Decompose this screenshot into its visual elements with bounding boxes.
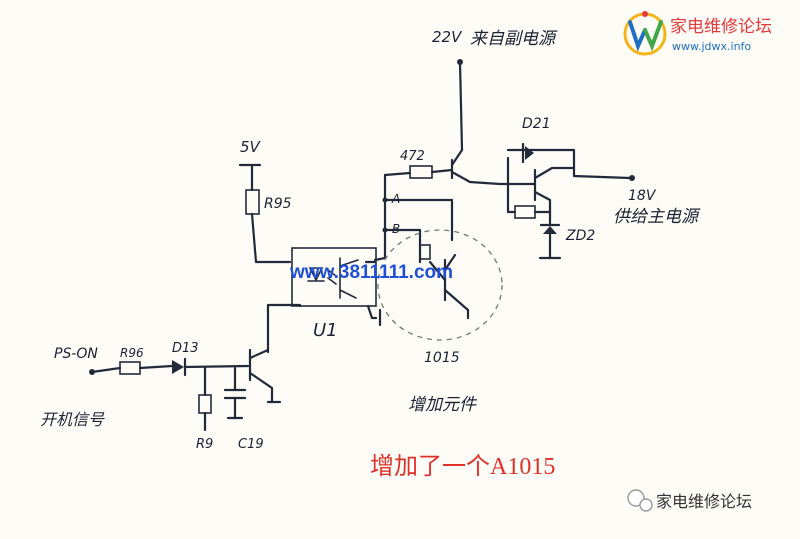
wire-5v (238, 163, 262, 192)
label-from-aux: 来自副电源 (470, 29, 558, 49)
site-logo: 家电维修论坛 www.jdwx.info (623, 11, 772, 56)
resistor-r9 (198, 366, 212, 432)
label-c19: C19 (238, 437, 264, 452)
wire-point-a (373, 173, 387, 262)
footer-brand: 家电维修论坛 (627, 489, 752, 512)
zener-zd2 (538, 211, 562, 260)
diode-d21 (506, 142, 576, 202)
label-18v: 18V (628, 188, 657, 204)
resistor-r95 (245, 189, 292, 264)
label-22v: 22V (432, 28, 463, 46)
capacitor-c19 (223, 366, 247, 420)
footer-site-name: 家电维修论坛 (656, 492, 752, 511)
label-5v: 5V (240, 138, 262, 156)
ps-on-input (89, 366, 122, 375)
label-u1: U1 (313, 320, 338, 341)
wire-u1-to-switch (266, 303, 302, 354)
added-part-circle (377, 229, 503, 341)
label-zd2: ZD2 (565, 228, 595, 244)
resistor-472 (383, 165, 454, 179)
wire-18v-output (572, 174, 632, 180)
label-ps-on: PS-ON (54, 346, 98, 362)
label-add-part: 增加元件 (408, 395, 478, 415)
wire-u1-emitter (366, 304, 378, 320)
pnp-transistor-top (450, 148, 502, 186)
label-d13: D13 (172, 341, 199, 356)
resistor-r96 (119, 361, 174, 375)
label-point-b: B (392, 222, 400, 236)
label-point-a: A (391, 192, 400, 206)
label-r9: R9 (196, 437, 213, 452)
transistor-a1015 (419, 244, 470, 320)
label-1015: 1015 (424, 350, 460, 366)
optocoupler-u1 (291, 247, 377, 307)
label-supply-main: 供给主电源 (613, 207, 701, 227)
wire-b-to-1015 (383, 228, 422, 264)
diode-d13 (172, 357, 250, 377)
label-r95: R95 (264, 196, 292, 212)
logo-site-url: www.jdwx.info (672, 40, 751, 53)
switch-transistor (248, 348, 274, 404)
logo-w-icon (623, 11, 667, 56)
resistor-base-right (506, 198, 552, 219)
caption-added-a1015: 增加了一个A1015 (370, 453, 555, 480)
label-472: 472 (400, 149, 425, 164)
label-power-on-signal: 开机信号 (40, 410, 105, 429)
watermark-url: www.3811111.com (289, 262, 453, 283)
wire-a-to-1015 (383, 198, 454, 242)
label-d21: D21 (522, 116, 551, 132)
label-r96: R96 (120, 346, 144, 360)
npn-transistor-right (498, 166, 576, 215)
logo-site-name: 家电维修论坛 (670, 17, 772, 37)
wechat-icon (627, 489, 653, 512)
wire-22v-input (457, 59, 464, 152)
